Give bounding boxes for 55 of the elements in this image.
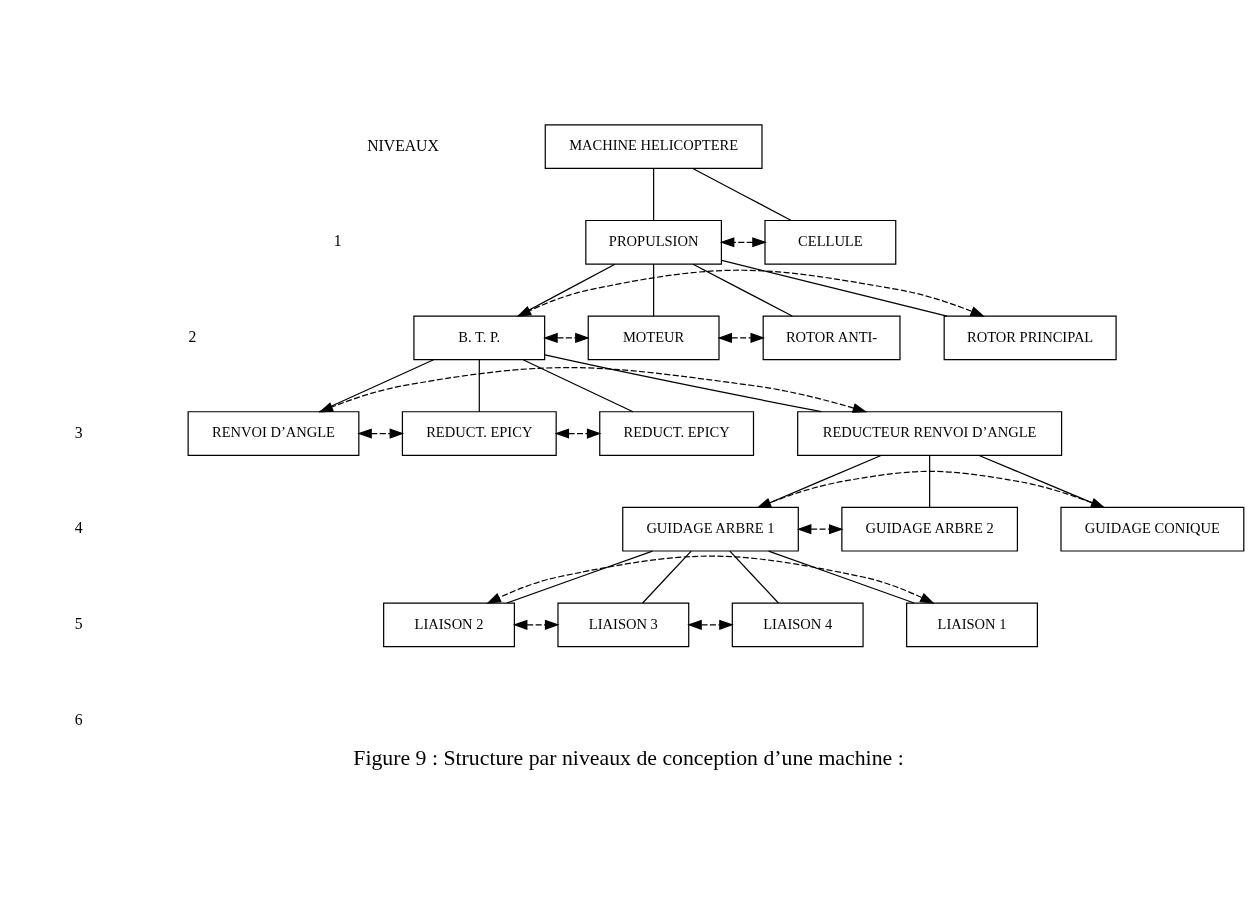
arrow [357, 427, 405, 439]
arrow [486, 555, 935, 604]
arrow [554, 427, 602, 439]
label: 3 [74, 423, 83, 441]
connector [478, 358, 480, 412]
node-box: LIAISON 4 [731, 601, 864, 647]
arrow [318, 366, 868, 413]
connector [767, 550, 915, 604]
connector [506, 550, 654, 604]
label: 6 [74, 710, 83, 728]
arrow [796, 523, 844, 534]
connector [692, 263, 793, 317]
node-box: MACHINE HELICOPTERE [544, 123, 763, 169]
node-box: ROTOR ANTI- [762, 315, 901, 360]
connector [929, 454, 931, 508]
connector [522, 358, 634, 412]
label: 1 [333, 231, 342, 249]
caption: Figure 9 : Structure par niveaux de conception d’une machine : [353, 745, 904, 770]
label: 4 [74, 518, 83, 536]
arrow [543, 332, 590, 343]
arrow [687, 619, 734, 630]
node-box: LIAISON 2 [383, 601, 515, 647]
arrow [516, 269, 985, 317]
connector [721, 259, 948, 317]
connector [692, 167, 792, 221]
label: NIVEAUX [367, 136, 439, 154]
node-box: LIAISON 3 [557, 601, 690, 647]
arrow [717, 332, 765, 343]
arrow [719, 236, 767, 247]
node-box: ROTOR PRINCIPAL [943, 315, 1117, 360]
label: 2 [188, 327, 197, 345]
node-box: GUIDAGE CONIQUE [1060, 506, 1245, 552]
connector [318, 358, 435, 412]
node-box: REDUCT. EPICY [599, 410, 755, 456]
node-box: REDUCT. EPICY [401, 410, 557, 456]
arrow [512, 619, 560, 630]
connector [758, 454, 882, 508]
node-box: GUIDAGE ARBRE 1 [622, 506, 799, 552]
node-box: CELLULE [764, 219, 897, 265]
connector [517, 263, 616, 317]
node-box: PROPULSION [585, 219, 723, 265]
connector [729, 550, 779, 604]
connector [978, 454, 1104, 508]
connector [653, 263, 655, 317]
node-box: RENVOI D’ANGLE [187, 410, 360, 456]
node-box: REDUCTEUR RENVOI D’ANGLE [797, 410, 1063, 456]
connector [642, 550, 692, 604]
node-box: LIAISON 1 [906, 601, 1038, 647]
connector [544, 353, 822, 412]
arrow [756, 470, 1106, 508]
node-box: MOTEUR [587, 315, 720, 360]
node-box: B. T. P. [413, 315, 546, 360]
node-box: GUIDAGE ARBRE 2 [841, 506, 1018, 552]
label: 5 [74, 614, 83, 632]
connector [653, 167, 655, 221]
